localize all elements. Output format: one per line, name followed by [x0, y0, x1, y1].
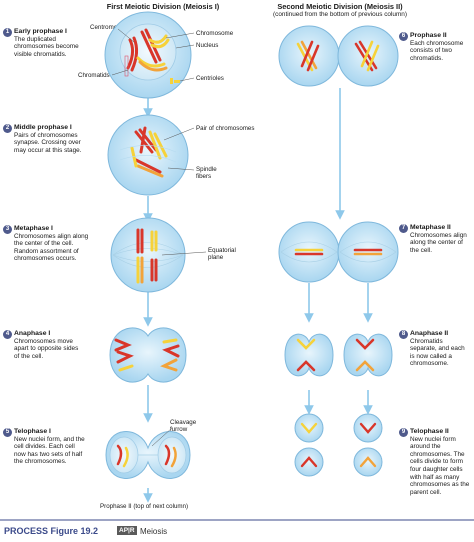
leader-line [179, 77, 195, 82]
right-flow-arrows [304, 88, 373, 415]
figure-number: PROCESS Figure 19.2 [4, 526, 99, 536]
step-title: Telophase I [14, 428, 51, 435]
step-prophase-ii: 6 Prophase II Each chromosome consists o… [399, 32, 471, 62]
step-number-badge: 9 [399, 428, 408, 437]
step-anaphase-i: 4 Anaphase I Chromosomes move apart to o… [3, 330, 83, 360]
step-title: Anaphase II [410, 330, 449, 337]
leader-lines-2 [163, 127, 195, 171]
cells-prophase-ii [278, 25, 399, 87]
leader-lines-5 [151, 427, 173, 447]
step-title: Metaphase II [410, 224, 451, 231]
label-spindle-fibers: Spindle fibers [196, 166, 217, 180]
step-title: Prophase II [410, 32, 447, 39]
label-nucleus: Nucleus [196, 42, 219, 49]
step-number-badge: 5 [3, 428, 12, 437]
cells-metaphase-ii [278, 221, 399, 283]
label-equatorial-plane: Equatorial plane [208, 247, 236, 261]
step-description: Chromatids separate, and each is now cal… [410, 337, 465, 368]
apr-badge: AP|R [117, 526, 137, 535]
cell-early-prophase-i [104, 11, 192, 99]
cell-telophase-i [105, 431, 191, 479]
meiosis-ii-subheading: (continued from the bottom of previous c… [273, 11, 407, 18]
leader-lines-3 [161, 251, 207, 256]
step-number-badge: 2 [3, 124, 12, 133]
cell-middle-prophase-i [107, 114, 189, 196]
step-title: Metaphase I [14, 225, 53, 232]
cells-telophase-ii [294, 413, 383, 477]
step-description: Chromosomes align along the center of th… [14, 232, 89, 263]
step-number-badge: 8 [399, 330, 408, 339]
leader-line [175, 44, 195, 49]
step-early-prophase-i: 1 Early prophase I The duplicated chromo… [3, 28, 83, 58]
step-title: Anaphase I [14, 330, 51, 337]
figure-caption: PROCESS Figure 19.2 AP|R Meiosis [0, 522, 474, 542]
label-centromere: Centromere [90, 24, 123, 31]
label-cleavage-furrow: Cleavage furrow [170, 419, 197, 433]
step-description: Chromosomes move apart to opposite sides… [14, 337, 79, 360]
step-metaphase-ii: 7 Metaphase II Chromosomes align along t… [399, 224, 471, 254]
step-middle-prophase-i: 2 Middle prophase I Pairs of chromosomes… [3, 124, 83, 154]
figure-title: Meiosis [140, 527, 168, 536]
leader-line [161, 251, 207, 256]
step-title: Telophase II [410, 428, 449, 435]
label-chromatids: Chromatids [78, 72, 110, 79]
meiosis-i-heading: First Meiotic Division (Meiosis I) [106, 2, 220, 11]
leader-line [165, 32, 195, 39]
step-description: New nuclei form around the chromosomes. … [410, 435, 470, 496]
step-telophase-i: 5 Telophase I New nuclei form, and the c… [3, 428, 87, 466]
step-number-badge: 4 [3, 330, 12, 339]
leader-line [117, 28, 135, 43]
leader-line [163, 127, 195, 141]
step-title: Middle prophase I [14, 124, 72, 131]
label-pair-of-chromosomes: Pair of chromosomes [196, 125, 255, 132]
step-number-badge: 6 [399, 32, 408, 41]
step-number-badge: 7 [399, 224, 408, 233]
step-description: Each chromosome consists of two chromati… [410, 39, 464, 62]
cell-metaphase-i [110, 217, 186, 293]
cells-anaphase-ii [284, 333, 393, 377]
step-description: Pairs of chromosomes synapse. Crossing o… [14, 131, 82, 154]
step-description: New nuclei form, and the cell divides. E… [14, 435, 85, 466]
step-number-badge: 1 [3, 28, 12, 37]
step-telophase-ii: 9 Telophase II New nuclei form around th… [399, 428, 471, 496]
step-description: Chromosomes align along the center of th… [410, 231, 467, 254]
leader-line [167, 167, 195, 171]
step-metaphase-i: 3 Metaphase I Chromosomes align along th… [3, 225, 95, 263]
leader-lines-1 [111, 28, 195, 82]
step-anaphase-ii: 8 Anaphase II Chromatids separate, and e… [399, 330, 471, 368]
step-description: The duplicated chromosomes become visibl… [14, 35, 79, 58]
label-prophase-ii-next: Prophase II (top of next column) [100, 503, 189, 510]
step-number-badge: 3 [3, 225, 12, 234]
label-chromosome: Chromosome [196, 30, 234, 37]
label-centrioles: Centrioles [196, 75, 224, 82]
leader-line [111, 69, 129, 76]
meiosis-ii-heading: Second Meiotic Division (Meiosis II) [277, 2, 403, 11]
step-title: Early prophase I [14, 28, 67, 35]
cell-anaphase-i [109, 327, 187, 383]
leader-line [151, 427, 173, 447]
